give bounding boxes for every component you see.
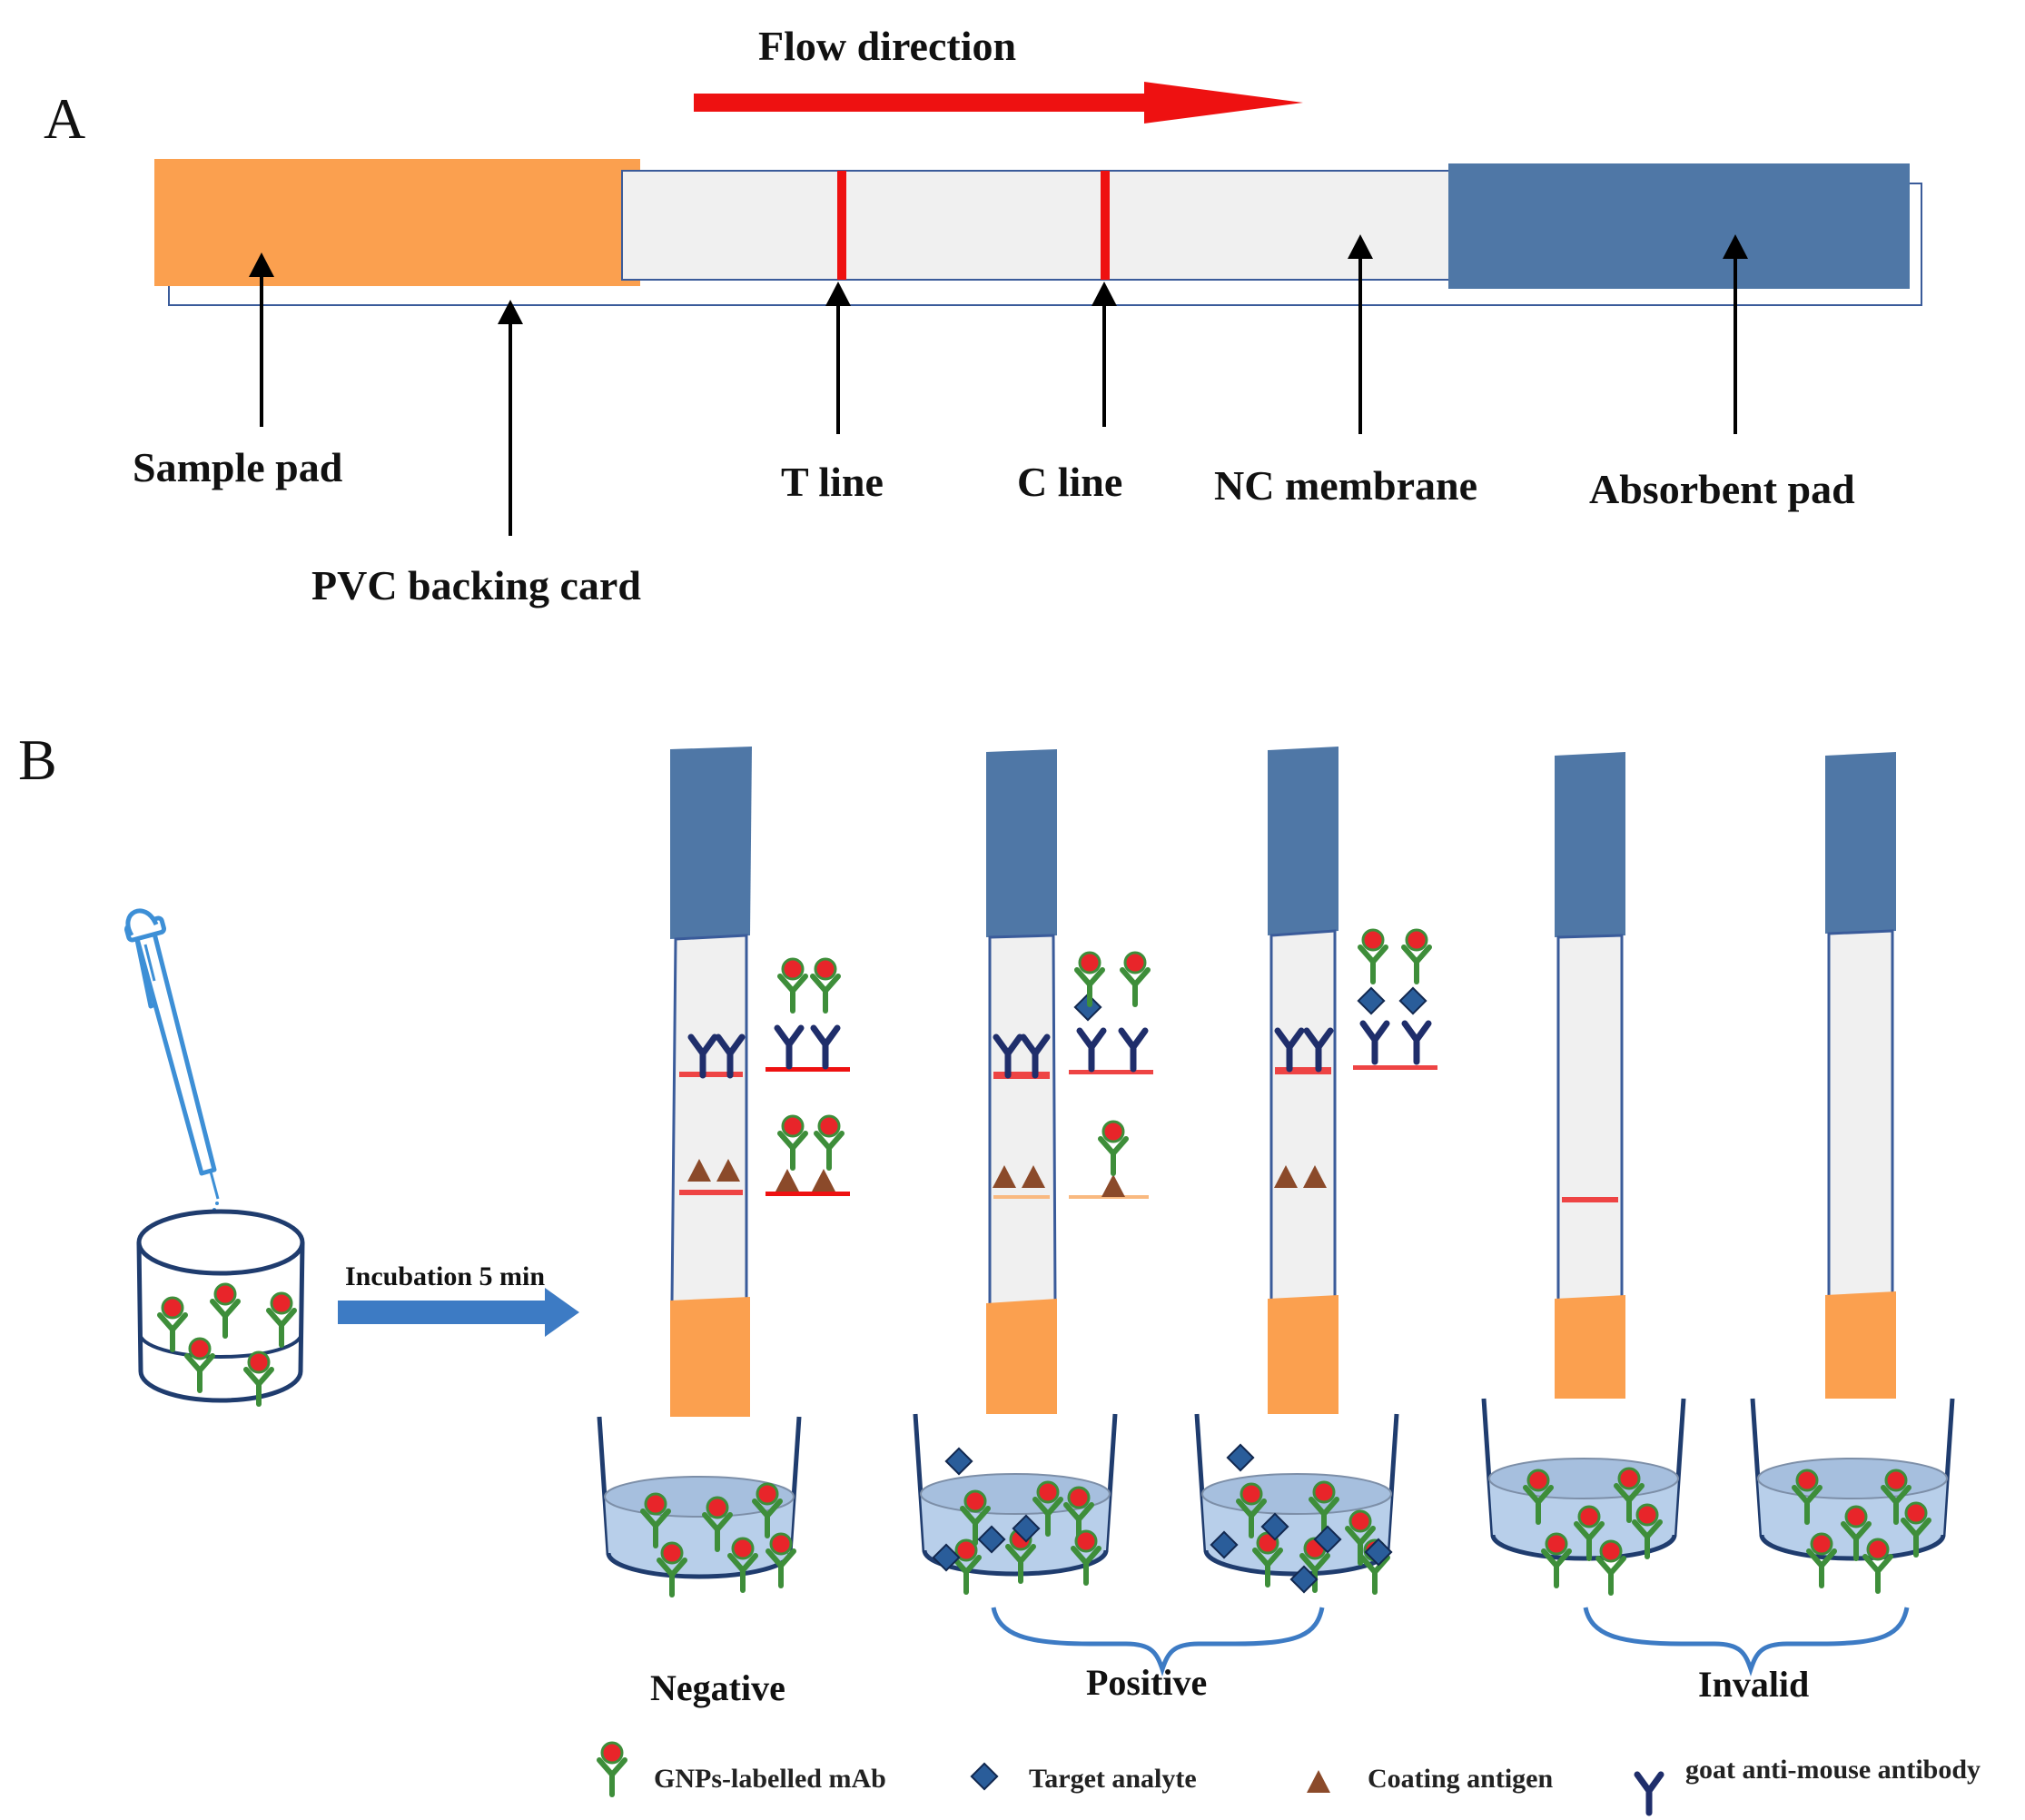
legend: GNPs-labelled mAb Target analyte Coating…: [599, 1743, 1981, 1813]
beaker-invalid-1: [1484, 1399, 1684, 1593]
absorbent-pad-label: Absorbent pad: [1589, 466, 1855, 512]
sample-pad-label: Sample pad: [133, 444, 343, 490]
nc-membrane: [621, 170, 1467, 281]
label-pointer-arrows: [249, 234, 1748, 536]
beaker-positive-2: [1197, 1414, 1397, 1592]
positive-brace: [991, 1607, 1325, 1677]
panel-b-letter: B: [18, 727, 57, 792]
strip-invalid-1: [1555, 752, 1625, 1489]
positive-label: Positive: [1086, 1662, 1207, 1703]
strip-positive-1: [986, 749, 1057, 1489]
legend-coating-icon: [1307, 1770, 1330, 1793]
nc-membrane-label: NC membrane: [1214, 462, 1477, 509]
beaker-invalid-2: [1753, 1399, 1952, 1591]
incubation-arrow: [338, 1288, 579, 1337]
pipette-icon: [124, 908, 226, 1246]
invalid-label: Invalid: [1698, 1664, 1809, 1705]
legend-target-icon: [970, 1762, 999, 1791]
legend-gnp-mab-icon: [599, 1743, 625, 1795]
invalid-brace: [1583, 1607, 1910, 1677]
t-line-label: T line: [781, 459, 884, 505]
sample-pad: [154, 159, 640, 286]
absorbent-pad: [1448, 163, 1910, 289]
pvc-card-label: PVC backing card: [311, 562, 641, 608]
positive-1-detail: [1069, 953, 1153, 1199]
strip-negative: [670, 747, 752, 1489]
flow-direction-label: Flow direction: [758, 23, 1016, 69]
flow-direction-arrow: [694, 82, 1303, 124]
positive-2-detail: [1353, 930, 1437, 1070]
legend-target: Target analyte: [1029, 1764, 1197, 1794]
legend-goat-icon: [1637, 1775, 1661, 1813]
c-line-marker: [1101, 171, 1110, 280]
legend-gnp-mab: GNPs-labelled mAb: [654, 1764, 886, 1794]
panel-a-letter: A: [44, 86, 85, 151]
legend-goat: goat anti-mouse antibody: [1685, 1755, 1981, 1785]
negative-label: Negative: [650, 1667, 785, 1708]
t-line-marker: [837, 171, 846, 280]
c-line-label: C line: [1017, 459, 1122, 505]
strip-invalid-2: [1825, 752, 1896, 1489]
beaker-positive-1: [915, 1414, 1115, 1592]
negative-detail: [766, 959, 850, 1196]
strip-positive-2: [1268, 747, 1338, 1489]
beaker-negative: [599, 1417, 799, 1595]
incubation-beaker: [136, 1209, 305, 1404]
legend-coating: Coating antigen: [1368, 1764, 1554, 1794]
incubation-label: Incubation 5 min: [345, 1261, 545, 1291]
